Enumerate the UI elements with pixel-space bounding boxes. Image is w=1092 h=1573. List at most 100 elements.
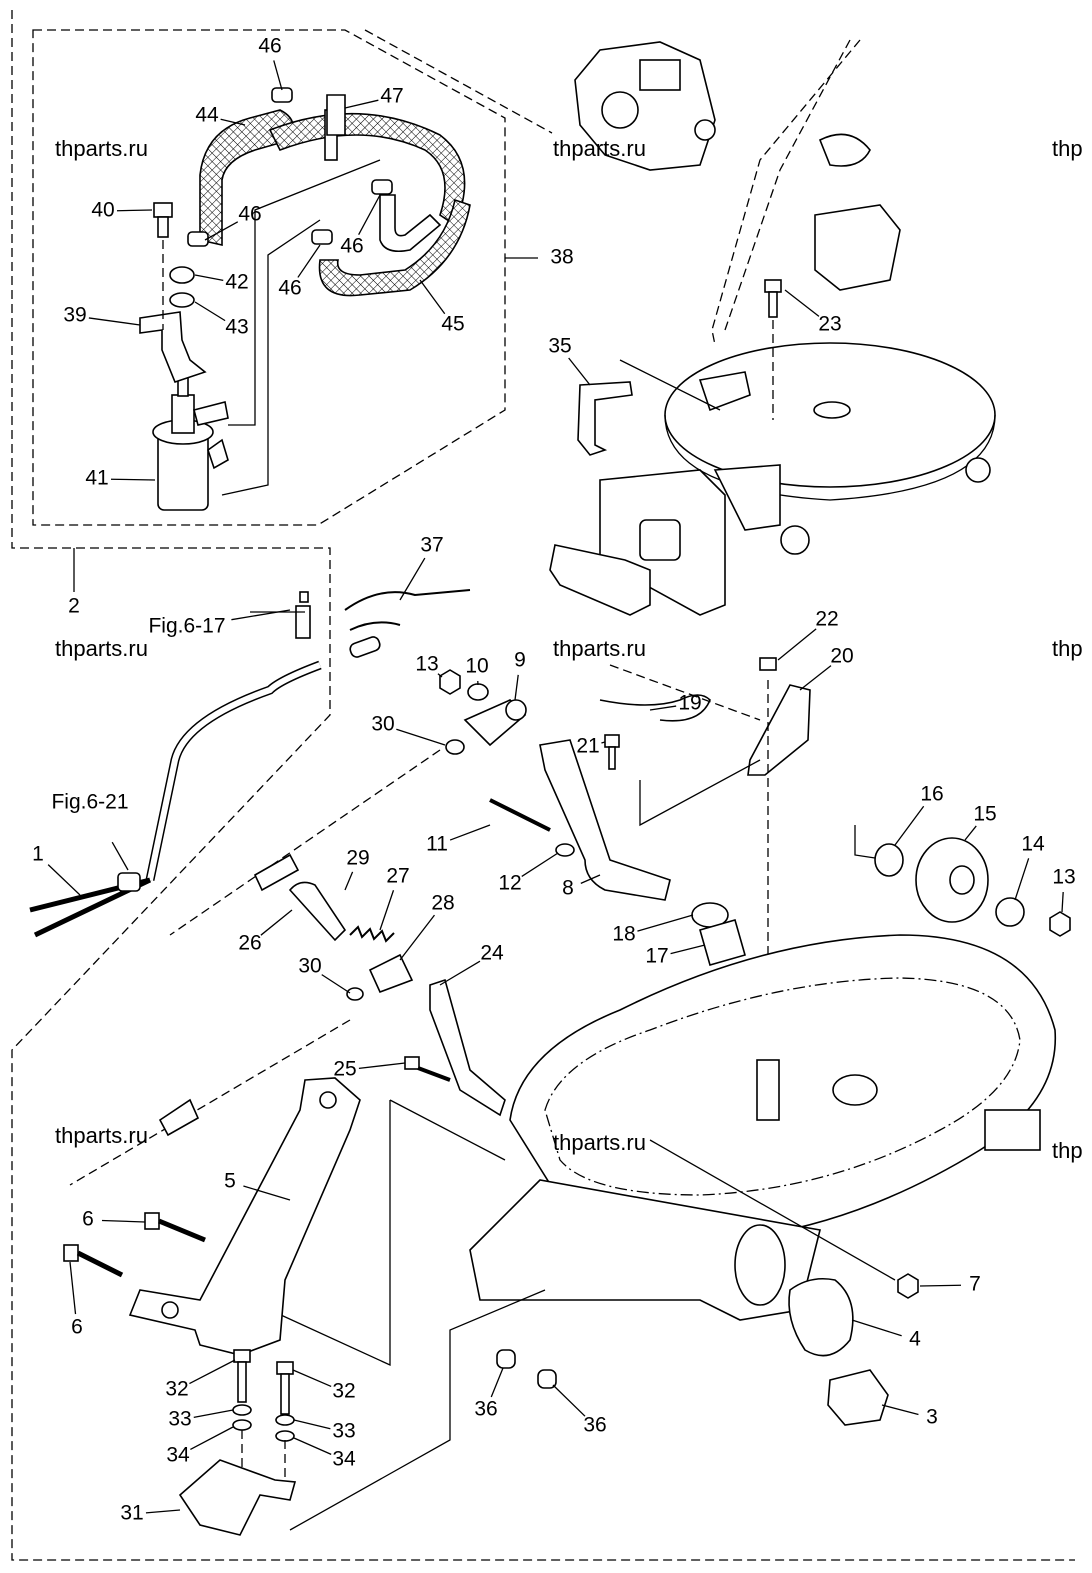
leader-line [358,194,381,235]
part-callout: 30 [298,955,321,978]
base-bracket [178,1459,297,1536]
part-callout: 34 [332,1448,356,1471]
washer [169,292,195,308]
leader-line [321,974,351,994]
part-callout: 7 [969,1273,981,1296]
leader-line [919,1284,962,1287]
wire-harness [344,589,471,611]
part-callout: 46 [238,203,261,226]
leader-line [490,1367,504,1398]
part-callout: 38 [550,246,573,269]
leader-line [514,674,519,701]
leader-line [637,914,694,932]
leader-line [894,805,925,846]
part-callout: 35 [548,335,571,358]
part-callout: 36 [583,1414,606,1437]
carburetor [574,41,716,171]
leader-line [964,825,977,841]
part-callout: 19 [678,692,701,715]
cable-bracket [747,684,811,776]
leader-line [344,99,379,109]
part-callout: 6 [82,1208,94,1231]
part-callout: 30 [371,713,394,736]
watermark: thparts.ru [55,136,148,161]
hose-clamp [311,229,333,245]
leader-line [88,317,141,326]
part-callout: 41 [85,467,108,490]
nut [1049,911,1071,937]
figure-reference-link[interactable]: Fig.6-17 [148,615,225,638]
watermark: thp [1052,136,1083,161]
leader-line [580,874,601,884]
throttle-cable [711,39,861,346]
leader-line [881,1404,919,1416]
leader-line [193,1409,234,1419]
mounting-bracket [128,1077,361,1356]
leader-line [231,609,291,621]
part-callout: 13 [1052,866,1075,889]
part-callout: 40 [91,199,114,222]
part-callout: 4 [909,1328,921,1351]
watermark: thp [1052,636,1083,661]
part-callout: 24 [480,942,504,965]
part-callout: 5 [224,1170,236,1193]
part-callout: 47 [380,85,403,108]
part-callout: 31 [120,1502,143,1525]
shift-cable [69,1019,351,1186]
part-callout: 17 [645,945,668,968]
recoil-starter [549,342,996,616]
leader-line [449,824,491,841]
spring [349,925,395,943]
leader-line [260,909,293,936]
part-callout: 9 [514,649,526,672]
washer [555,843,575,857]
part-callout: 6 [71,1316,83,1339]
leader-line [379,890,395,931]
part-callout: 37 [420,534,443,557]
joint [368,953,414,994]
figure-reference-link[interactable]: Fig.6-21 [51,791,128,814]
leader-line [344,871,354,891]
part-callout: 8 [562,877,574,900]
outer-group-boundary [364,29,553,134]
leader-line [145,1509,181,1514]
part-callout: 34 [166,1444,190,1467]
part-callout: 46 [278,277,301,300]
part-callout: 20 [830,645,853,668]
throttle-cable [724,39,851,331]
part-callout: 16 [920,783,943,806]
nut [169,266,195,284]
outer-group-boundary [11,10,1075,1561]
watermark: thparts.ru [553,136,646,161]
leader-line [777,628,817,661]
nut [897,1273,919,1299]
part-callout: 33 [168,1408,191,1431]
leader-line [101,1219,146,1223]
part-callout: 13 [415,653,438,676]
hose-clamp [371,179,393,195]
collar [699,919,746,966]
part-callout: 11 [426,833,448,856]
part-callout: 28 [431,892,454,915]
leader-line [851,1319,902,1337]
part-callout: 23 [818,313,841,336]
bolt [153,202,173,330]
part-callout: 43 [225,316,248,339]
part-callout: 42 [225,271,248,294]
leader-line [220,118,246,126]
throttle-lever [539,739,671,901]
pin [288,881,347,942]
grommet [537,1369,557,1389]
fuel-hose-45 [379,194,442,253]
part-callout: 33 [332,1420,355,1443]
leader-line [47,864,81,896]
throttle-cable [169,749,441,936]
leader-line [69,1261,77,1315]
part-callout: 14 [1021,833,1045,856]
part-callout: 27 [386,865,409,888]
filter-bracket [139,311,207,383]
washer [995,897,1025,927]
leader-line [292,1369,332,1388]
leader-line [116,209,153,212]
leader-line [521,852,559,877]
